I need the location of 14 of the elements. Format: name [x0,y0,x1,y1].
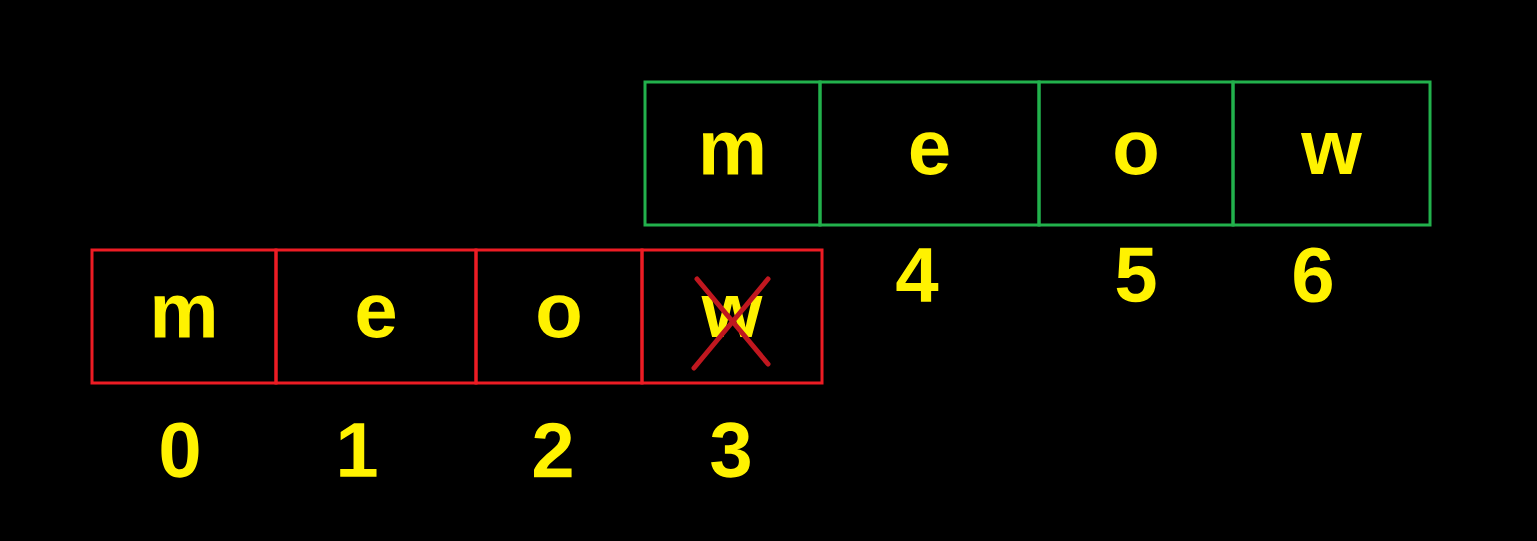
index-number: 0 [161,422,199,478]
letter-box: e [818,80,1041,227]
index-number: 1 [340,423,377,477]
letter-box: m [90,248,278,385]
index-number: 5 [1116,247,1156,303]
index-number: 4 [896,248,939,302]
index-number: 2 [534,422,572,478]
index-number: 6 [1294,247,1332,303]
letter-box: o [474,248,644,385]
letter-box: w [1231,80,1432,227]
letter-box: o [1037,80,1235,227]
letter-box: m [643,80,822,227]
index-number: 3 [711,422,750,478]
letter-box: e [274,248,478,385]
